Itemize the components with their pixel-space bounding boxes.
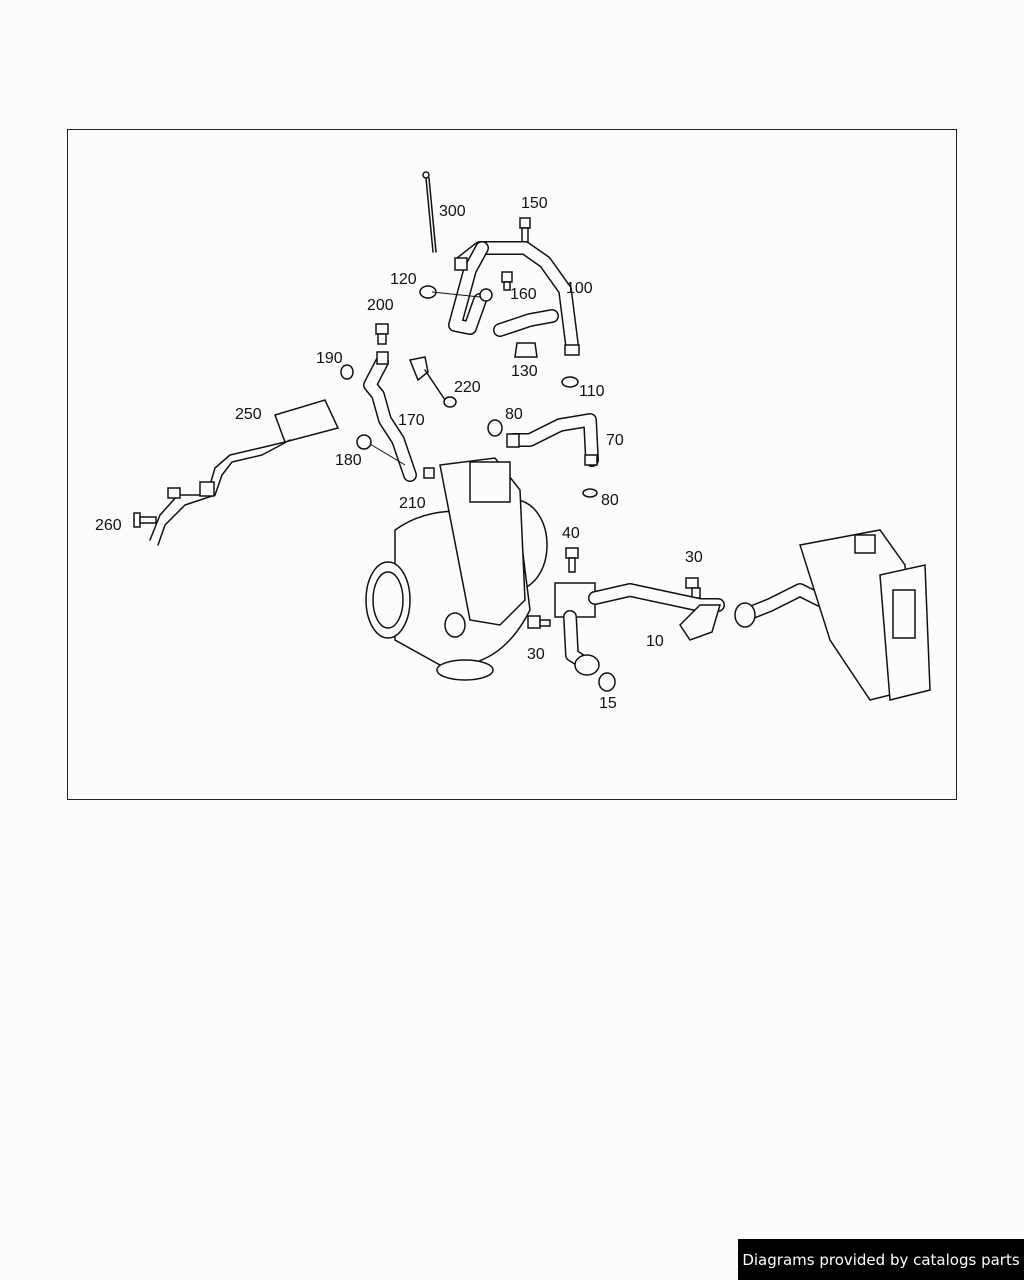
callout-170: 170 bbox=[398, 412, 425, 429]
part-250-harness bbox=[149, 399, 340, 546]
part-180-oring bbox=[356, 434, 372, 450]
part-70-line bbox=[506, 413, 599, 467]
callout-30-left: 30 bbox=[527, 646, 545, 663]
callout-15: 15 bbox=[599, 695, 617, 712]
callout-40: 40 bbox=[562, 525, 580, 542]
diagram-frame bbox=[67, 129, 957, 800]
callout-120: 120 bbox=[390, 271, 417, 288]
callout-150: 150 bbox=[521, 195, 548, 212]
callout-30-right: 30 bbox=[685, 549, 703, 566]
part-130-clamp bbox=[514, 342, 538, 358]
callout-260: 260 bbox=[95, 517, 122, 534]
part-30-bolt-right bbox=[685, 577, 701, 599]
part-40-bolt bbox=[565, 547, 579, 573]
callout-100: 100 bbox=[566, 280, 593, 297]
part-150-bolt bbox=[519, 217, 531, 243]
footer-attribution: Diagrams provided by catalogs parts bbox=[738, 1239, 1024, 1280]
part-15-oring bbox=[598, 672, 616, 692]
callout-210: 210 bbox=[399, 495, 426, 512]
part-30-bolt-left bbox=[527, 615, 551, 629]
part-160-bolt bbox=[501, 271, 513, 291]
part-220-bracket bbox=[408, 356, 457, 408]
callout-80-top: 80 bbox=[505, 406, 523, 423]
callout-250: 250 bbox=[235, 406, 262, 423]
callout-110: 110 bbox=[579, 383, 605, 400]
callout-70: 70 bbox=[606, 432, 624, 449]
egr-cooler bbox=[734, 529, 931, 701]
part-190-oring bbox=[340, 364, 354, 380]
turbocharger bbox=[365, 457, 548, 681]
callout-10: 10 bbox=[646, 633, 664, 650]
part-80-oring-top bbox=[487, 419, 503, 437]
part-300-bolt bbox=[422, 171, 437, 253]
callout-180: 180 bbox=[335, 452, 362, 469]
part-110-oring bbox=[561, 376, 579, 388]
part-260-bolt bbox=[133, 512, 157, 528]
part-170-line bbox=[363, 351, 417, 482]
callout-160: 160 bbox=[510, 286, 537, 303]
callout-220: 220 bbox=[454, 379, 481, 396]
part-200-bolt bbox=[375, 323, 389, 345]
callout-190: 190 bbox=[316, 350, 343, 367]
callout-300: 300 bbox=[439, 203, 466, 220]
part-10-line bbox=[554, 582, 725, 676]
part-80-oring-bottom bbox=[582, 488, 598, 498]
part-100-line bbox=[448, 241, 580, 356]
callout-200: 200 bbox=[367, 297, 394, 314]
callout-80-bottom: 80 bbox=[601, 492, 619, 509]
part-210-bolt bbox=[423, 467, 435, 479]
callout-130: 130 bbox=[511, 363, 538, 380]
